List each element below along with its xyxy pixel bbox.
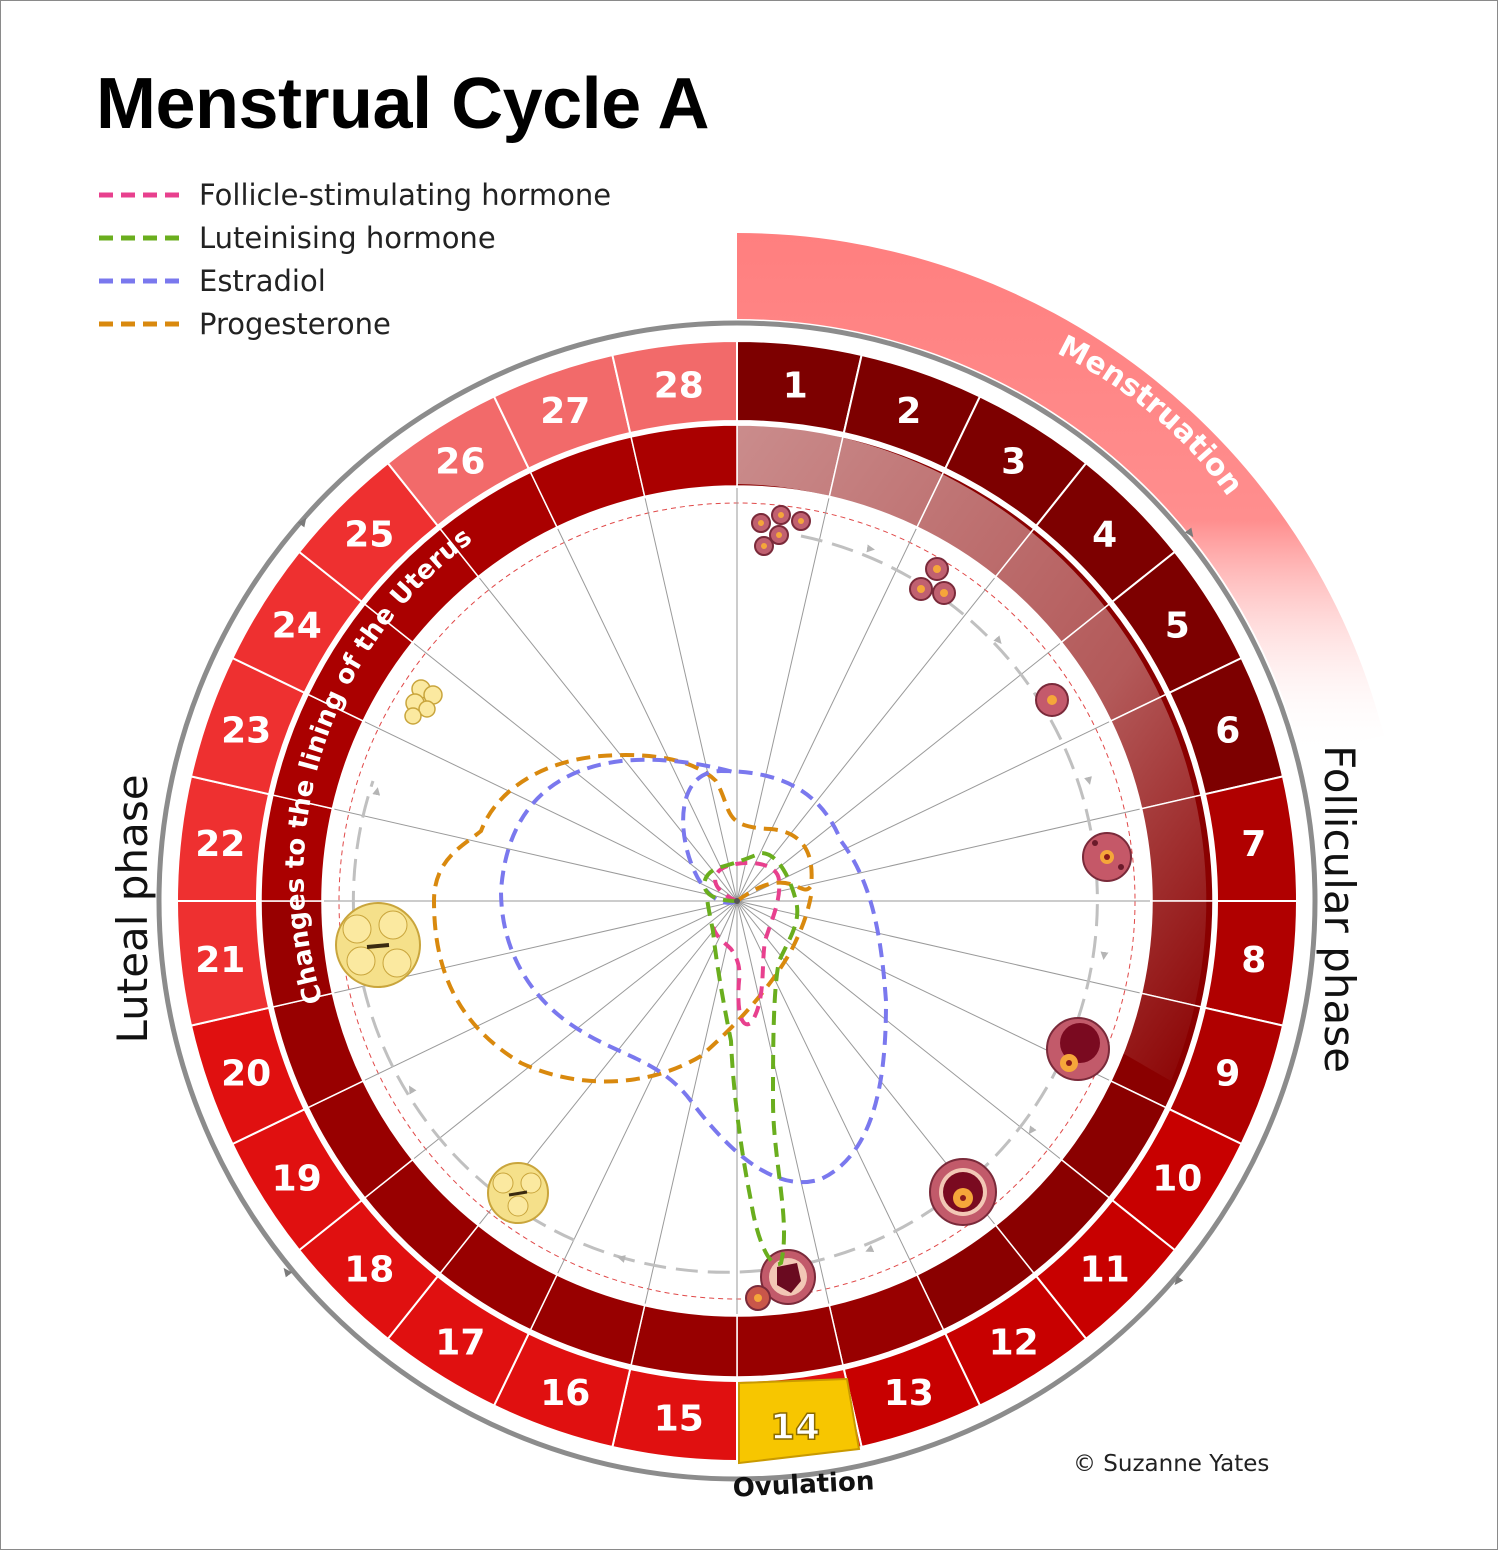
follicle-path-arrows xyxy=(351,534,1099,1274)
center-hub xyxy=(734,898,740,904)
day-label-1: 1 xyxy=(783,365,808,406)
day-14-highlight: 14 xyxy=(738,1377,861,1465)
day-label-9: 9 xyxy=(1215,1054,1240,1095)
spoke xyxy=(736,808,1140,902)
day-label-3: 3 xyxy=(1001,442,1026,483)
day-label-11: 11 xyxy=(1080,1250,1130,1291)
day-label-22: 22 xyxy=(195,824,245,865)
day-label-27: 27 xyxy=(540,391,590,432)
spoke xyxy=(736,528,917,902)
day-label-28: 28 xyxy=(654,365,704,406)
day-label-23: 23 xyxy=(221,710,271,751)
spoke xyxy=(334,808,738,902)
progesterone-line-swatch xyxy=(97,320,185,328)
day-label-16: 16 xyxy=(540,1373,590,1414)
spoke xyxy=(736,900,917,1274)
day-label-13: 13 xyxy=(884,1373,934,1414)
spoke xyxy=(736,721,1110,902)
spoke xyxy=(736,577,995,902)
spoke xyxy=(736,643,1061,902)
legend: Follicle-stimulating hormone Luteinising… xyxy=(97,173,611,345)
corpus-albicans-icon xyxy=(404,679,443,725)
page-title: Menstrual Cycle A xyxy=(96,64,710,144)
luteal-phase-label: Luteal phase xyxy=(108,774,157,1043)
day-label-21: 21 xyxy=(195,940,245,981)
legend-label-fsh: Follicle-stimulating hormone xyxy=(199,177,612,212)
spoke xyxy=(736,900,830,1304)
uterus-segment-15 xyxy=(630,1304,738,1378)
spoke xyxy=(364,900,738,1081)
ruptured-follicle-icon xyxy=(745,1249,816,1311)
day-label-24: 24 xyxy=(272,605,322,646)
day-14-label: 14 xyxy=(770,1407,820,1448)
spoke xyxy=(736,900,1061,1159)
spoke xyxy=(736,498,830,902)
spoke xyxy=(644,498,738,902)
day-label-5: 5 xyxy=(1165,605,1190,646)
day-label-4: 4 xyxy=(1092,514,1117,555)
day-label-2: 2 xyxy=(896,391,921,432)
primordial-follicles-icon xyxy=(751,505,811,556)
lining-shedding-gradient xyxy=(737,424,1207,1081)
spoke xyxy=(479,577,738,902)
lh-line-swatch xyxy=(97,234,185,242)
day-label-25: 25 xyxy=(344,514,394,555)
outer-cycle-ring xyxy=(156,320,1318,1482)
ovulation-label: Ovulation xyxy=(732,1466,875,1503)
uterus-segment-28 xyxy=(630,424,738,498)
preantral-follicle-icon xyxy=(1082,832,1132,882)
legend-item-progesterone: Progesterone xyxy=(97,302,611,345)
day-label-20: 20 xyxy=(221,1054,271,1095)
day-label-8: 8 xyxy=(1241,940,1266,981)
legend-label-lh: Luteinising hormone xyxy=(199,220,496,255)
spoke xyxy=(557,528,738,902)
day-label-6: 6 xyxy=(1215,710,1240,751)
day-label-26: 26 xyxy=(435,442,485,483)
estradiol-curve xyxy=(498,757,889,1185)
menstruation-band xyxy=(737,233,1384,755)
fsh-line-swatch xyxy=(97,191,185,199)
day-label-15: 15 xyxy=(654,1399,704,1440)
corpus-luteum-large-icon xyxy=(335,902,421,988)
antral-follicle-icon xyxy=(1046,1017,1110,1081)
primary-follicles-icon xyxy=(909,557,956,605)
legend-label-progesterone: Progesterone xyxy=(199,306,391,341)
day-label-18: 18 xyxy=(344,1250,394,1291)
day-label-12: 12 xyxy=(989,1322,1039,1363)
estradiol-line-swatch xyxy=(97,277,185,285)
legend-item-estradiol: Estradiol xyxy=(97,259,611,302)
secondary-follicle-icon xyxy=(1035,683,1069,717)
day-label-19: 19 xyxy=(272,1159,322,1200)
uterus-segment-14 xyxy=(736,1304,844,1378)
day-segment-28 xyxy=(611,339,738,435)
legend-item-lh: Luteinising hormone xyxy=(97,216,611,259)
follicular-phase-label: Follicular phase xyxy=(1315,745,1364,1073)
day-ring: 1234567891011121315161718192021222324252… xyxy=(175,339,1299,1463)
graafian-follicle-icon xyxy=(929,1158,997,1226)
spoke xyxy=(644,900,738,1304)
legend-label-estradiol: Estradiol xyxy=(199,263,326,298)
day-label-7: 7 xyxy=(1241,824,1266,865)
spoke xyxy=(557,900,738,1274)
corpus-luteum-small-icon xyxy=(487,1162,549,1224)
legend-item-fsh: Follicle-stimulating hormone xyxy=(97,173,611,216)
copyright-credit: © Suzanne Yates xyxy=(1073,1451,1270,1477)
progesterone-curve xyxy=(431,753,814,1084)
day-label-10: 10 xyxy=(1152,1159,1202,1200)
day-label-17: 17 xyxy=(435,1322,485,1363)
spoke xyxy=(364,721,738,902)
